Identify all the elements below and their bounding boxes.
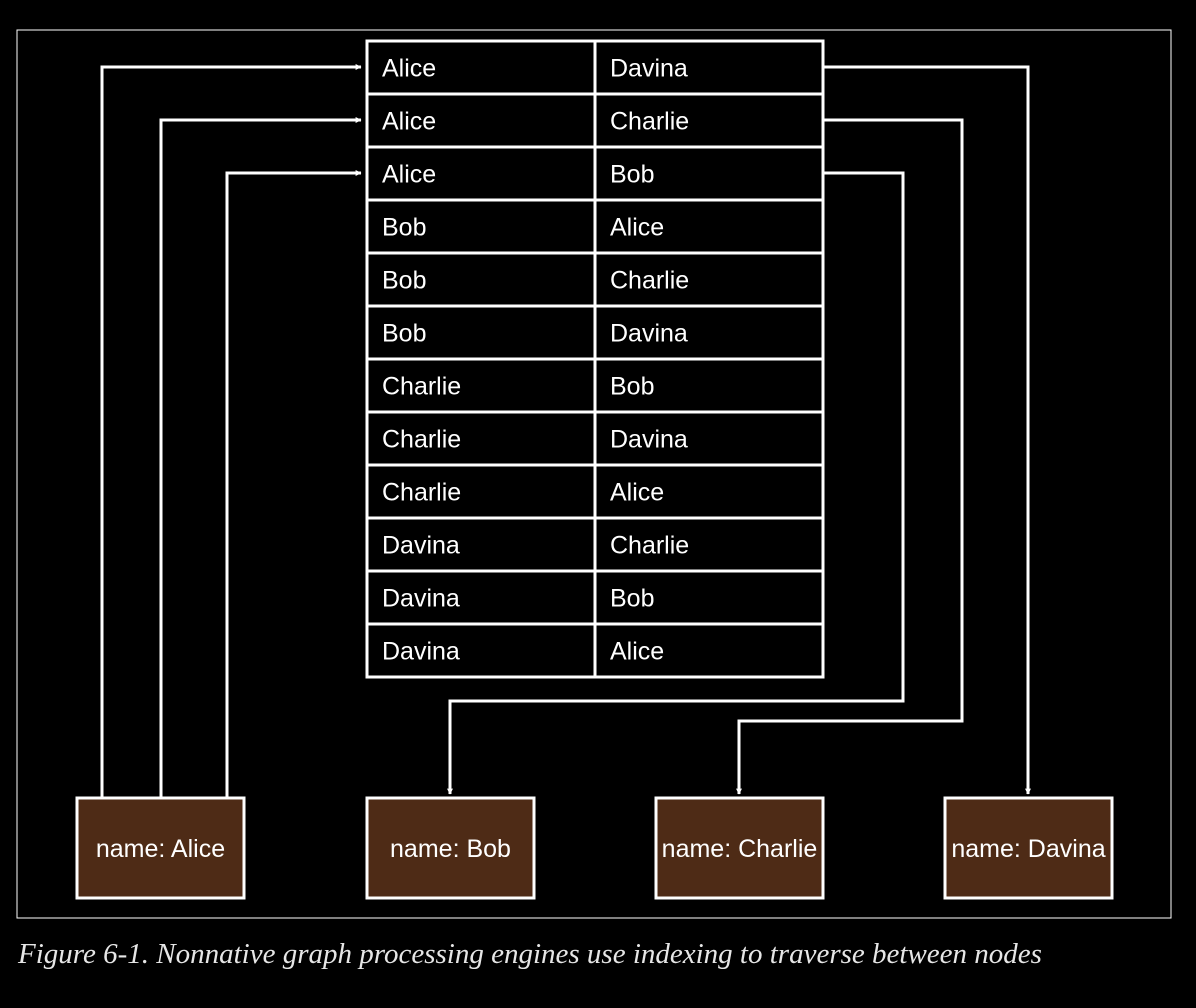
connector-row2-charlie (736, 118, 964, 795)
node-box (75, 796, 246, 900)
node-alice: name: Alice (75, 796, 246, 900)
nodes: name: Alice name: Bob name: Charlie name: D… (75, 796, 1114, 900)
table-cell-to: Bob (610, 373, 654, 401)
table-cell-to: Bob (610, 161, 654, 189)
connector-row3-bob (447, 171, 905, 795)
table-cell-to: Alice (610, 479, 664, 507)
table-cell-to: Charlie (610, 267, 689, 295)
node-label: name: Davina (951, 835, 1105, 863)
node-box (654, 796, 825, 900)
node-bob: name: Bob (365, 796, 536, 900)
table-cell-from: Charlie (382, 479, 461, 507)
connectors (100, 64, 1031, 798)
table-cell-from: Alice (382, 161, 436, 189)
table-cell-from: Davina (382, 585, 460, 613)
table-cell-from: Davina (382, 532, 460, 560)
connector-row1-davina (823, 65, 1031, 795)
figure-frame (16, 29, 1172, 919)
connector-alice-row3 (225, 170, 362, 798)
node-box (943, 796, 1114, 900)
table-cell-to: Bob (610, 585, 654, 613)
table-cell-to: Davina (610, 320, 688, 348)
node-label: name: Bob (390, 835, 511, 863)
node-label: name: Charlie (662, 835, 818, 863)
table-cell-from: Bob (382, 267, 426, 295)
table-cell-to: Davina (610, 55, 688, 83)
node-charlie: name: Charlie (654, 796, 825, 900)
figure-caption: Figure 6-1. Nonnative graph processing e… (18, 938, 1042, 970)
table-cell-from: Bob (382, 214, 426, 242)
connector-alice-row2 (159, 117, 362, 798)
node-davina: name: Davina (943, 796, 1114, 900)
connector-alice-row1 (100, 64, 362, 798)
table-cell-from: Davina (382, 638, 460, 666)
table-cell-to: Charlie (610, 108, 689, 136)
table-cell-to: Alice (610, 638, 664, 666)
table-cell-from: Alice (382, 108, 436, 136)
node-box (365, 796, 536, 900)
table-cell-from: Alice (382, 55, 436, 83)
table-cell-to: Davina (610, 426, 688, 454)
node-label: name: Alice (96, 835, 225, 863)
table-cell-to: Alice (610, 214, 664, 242)
table-cell-from: Bob (382, 320, 426, 348)
table-cell-from: Charlie (382, 373, 461, 401)
table-cell-to: Charlie (610, 532, 689, 560)
table-cell-from: Charlie (382, 426, 461, 454)
